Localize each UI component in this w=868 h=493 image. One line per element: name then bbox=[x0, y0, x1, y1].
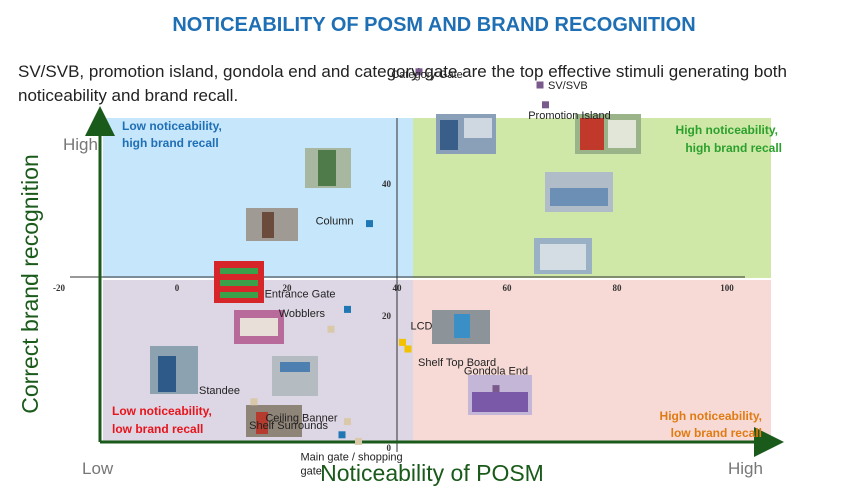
quadrant-label-low-low: Low noticeability,low brand recall bbox=[112, 404, 212, 436]
gondola-end-photo bbox=[534, 238, 592, 274]
lcd-photo bbox=[432, 310, 490, 344]
page-subtitle: SV/SVB, promotion island, gondola end an… bbox=[18, 62, 787, 105]
shelf-surrounds-photo bbox=[214, 261, 264, 303]
ceiling-banner-photo bbox=[272, 356, 318, 396]
column-photo bbox=[305, 148, 351, 188]
x-tick-label-4: 60 bbox=[503, 283, 513, 293]
page-title: NOTICEABILITY OF POSM AND BRAND RECOGNIT… bbox=[172, 14, 696, 36]
point-shelf-top-board bbox=[404, 345, 412, 353]
y-tick-label-1: 20 bbox=[382, 311, 392, 321]
point-lcd bbox=[399, 338, 406, 346]
wobblers-photo bbox=[234, 310, 284, 344]
point-column bbox=[366, 220, 373, 228]
x-tick-labels: -20 0 20 40 60 80 100 bbox=[53, 283, 734, 293]
point-sv-svb bbox=[536, 81, 544, 89]
point-label-shelf-surrounds: Shelf Surrounds bbox=[249, 420, 328, 432]
main-gate-photo bbox=[246, 405, 302, 437]
x-tick-label-0: -20 bbox=[53, 283, 65, 293]
point-label-column: Column bbox=[316, 216, 354, 228]
standee-photo bbox=[150, 346, 198, 394]
point-main-gate-shopping-gate bbox=[355, 437, 362, 445]
point-promotion-island bbox=[542, 101, 549, 109]
quadrant-low-high-bg bbox=[103, 118, 413, 278]
entrance-gate-photo bbox=[246, 208, 298, 241]
x-tick-label-6: 100 bbox=[720, 283, 734, 293]
category-gate-photo bbox=[436, 114, 496, 154]
y-tick-labels: 0 20 40 bbox=[382, 179, 392, 453]
point-shelf-surrounds bbox=[338, 431, 346, 439]
y-tick-label-2: 40 bbox=[382, 179, 392, 189]
x-axis-title: Noticeability of POSM bbox=[320, 460, 544, 486]
point-gondola-end bbox=[492, 385, 500, 393]
x-tick-label-3: 40 bbox=[393, 283, 403, 293]
thumbnail-images bbox=[150, 114, 641, 437]
point-label-standee: Standee bbox=[199, 385, 240, 397]
shelf-top-board-photo bbox=[468, 375, 532, 415]
sv-svb-photo bbox=[575, 114, 641, 154]
point-label-shelf-top-board: Shelf Top Board bbox=[418, 357, 496, 369]
point-wobblers bbox=[327, 325, 335, 333]
quadrant-label-low-high: Low noticeability,high brand recall bbox=[122, 119, 222, 150]
quadrant-label-high-high: High noticeability,high brand recall bbox=[676, 123, 782, 155]
point-label-gondola-end: Gondola End bbox=[464, 366, 528, 378]
point-label-promotion-island: Promotion Island bbox=[528, 110, 611, 122]
quadrant-label-high-low: High noticeability,low brand recall bbox=[660, 409, 762, 440]
point-label-entrance-gate: Entrance Gate bbox=[265, 288, 336, 300]
point-label-wobblers: Wobblers bbox=[279, 308, 326, 320]
point-standee bbox=[250, 398, 258, 406]
x-low-label: Low bbox=[82, 459, 114, 478]
y-axis-title: Correct brand recognition bbox=[17, 154, 43, 414]
x-tick-label-5: 80 bbox=[613, 283, 623, 293]
y-tick-label-0: 0 bbox=[387, 443, 392, 453]
x-high-label: High bbox=[728, 459, 763, 478]
y-high-label: High bbox=[63, 135, 98, 154]
x-tick-label-1: 0 bbox=[175, 283, 180, 293]
point-entrance-gate bbox=[344, 305, 351, 313]
point-label-ceiling-banner: Ceiling Banner bbox=[265, 413, 337, 425]
x-tick-label-2: 20 bbox=[283, 283, 293, 293]
point-label-lcd: LCD bbox=[411, 320, 433, 332]
point-label-sv-svb: SV/SVB bbox=[548, 80, 588, 92]
promotion-island-photo bbox=[545, 172, 613, 212]
point-ceiling-banner bbox=[344, 418, 351, 426]
point-category-gate bbox=[415, 68, 423, 76]
point-label-category-gate: Category Gate bbox=[391, 69, 463, 81]
